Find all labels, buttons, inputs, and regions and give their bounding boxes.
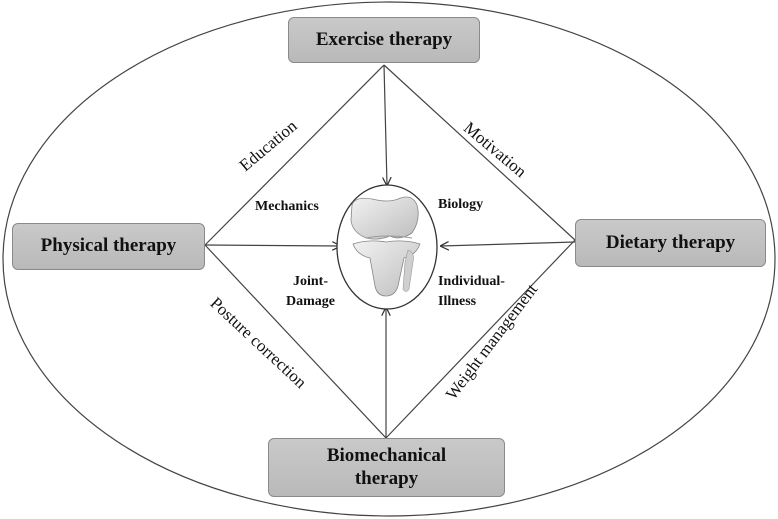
arrow-from-physical (204, 245, 340, 246)
exercise-therapy-box: Exercise therapy (288, 17, 480, 63)
physical-therapy-label: Physical therapy (40, 235, 177, 257)
dietary-therapy-box: Dietary therapy (575, 219, 766, 267)
arrow-from-exercise (384, 64, 387, 185)
biomechanical-line-2: therapy (354, 467, 419, 489)
edge-posture (204, 244, 387, 439)
biomechanical-therapy-label: Biomechanical therapy (327, 445, 446, 491)
biomechanical-line-1: Biomechanical (326, 444, 447, 466)
joint-damage-line-1: Joint- (293, 274, 328, 289)
biology-label: Biology (438, 197, 484, 212)
edge-education (204, 64, 385, 246)
edge-weight (385, 239, 576, 439)
physical-therapy-box: Physical therapy (12, 223, 205, 270)
individual-illness-line-1: Individual- (438, 274, 505, 289)
arrow-from-dietary (441, 242, 576, 246)
dietary-therapy-label: Dietary therapy (605, 231, 736, 253)
mechanics-label: Mechanics (255, 199, 319, 214)
individual-illness-label: Individual- Illness (438, 272, 505, 313)
joint-damage-line-2: Damage (286, 294, 335, 310)
knee-joint-icon (350, 196, 421, 297)
biomechanical-therapy-box: Biomechanical therapy (268, 438, 505, 497)
individual-illness-line-2: Illness (438, 294, 477, 310)
edge-motivation (383, 64, 576, 241)
exercise-therapy-label: Exercise therapy (315, 28, 453, 50)
joint-damage-label: Joint- Damage (286, 272, 335, 313)
